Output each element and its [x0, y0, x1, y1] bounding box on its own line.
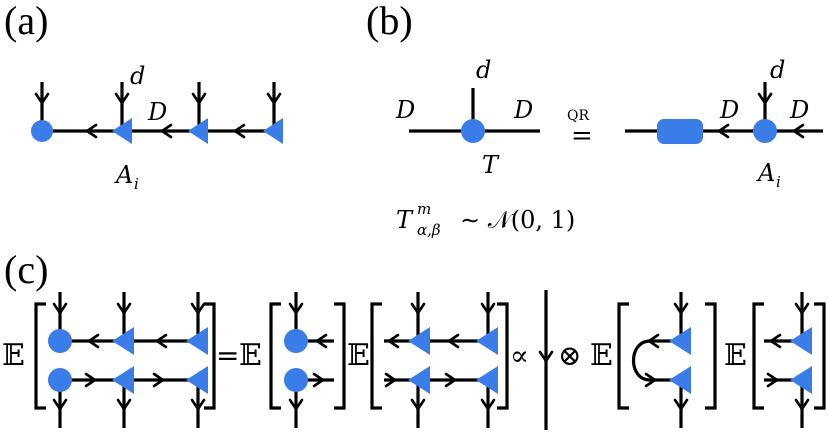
- equals-sign: =: [216, 339, 239, 372]
- label-T: T: [482, 151, 500, 179]
- left-bracket: [269, 302, 281, 410]
- dist-rest: ∼ 𝒩(0, 1): [460, 206, 575, 234]
- isometry-node: [790, 366, 812, 394]
- label-D: D: [147, 98, 167, 126]
- label-A-sub: i: [776, 173, 781, 191]
- right-bracket: [705, 302, 717, 410]
- label-A: A: [756, 159, 775, 187]
- panel-c: (c) 𝔼 = 𝔼: [2, 247, 826, 430]
- isometry-node: [669, 327, 691, 355]
- label-D-left: D: [395, 96, 415, 124]
- boundary-node: [31, 120, 53, 142]
- isometry-node: [476, 366, 498, 394]
- isometry-node: [112, 118, 132, 144]
- panel-a-tag: (a): [4, 0, 48, 43]
- isometry-node: [408, 366, 430, 394]
- ket-boundary-node: [48, 329, 72, 353]
- bra-boundary-node: [284, 368, 308, 392]
- label-A: A: [114, 161, 133, 189]
- isometry-node: [186, 327, 208, 355]
- tensor-T-node: [461, 119, 485, 143]
- isometry-node: [112, 366, 134, 394]
- qr-equals: =: [571, 121, 593, 151]
- right-bracket: [497, 302, 509, 410]
- left-bracket: [370, 302, 382, 410]
- isometry-node: [790, 327, 812, 355]
- dist-sup: m: [417, 200, 431, 218]
- dist-sub: α,β: [417, 221, 441, 239]
- left-bracket: [34, 302, 46, 410]
- expectation-symbol: 𝔼: [2, 338, 25, 373]
- bra-boundary-node: [48, 368, 72, 392]
- isometry-node: [408, 327, 430, 355]
- panel-b-tag: (b): [366, 0, 413, 43]
- site-node: [753, 119, 777, 143]
- r-matrix-node: [657, 119, 703, 144]
- label-D-r-right: D: [789, 96, 809, 124]
- right-bracket: [204, 302, 216, 410]
- label-d-top: d: [476, 56, 491, 84]
- isometry-node: [263, 118, 283, 144]
- tensor-product-sign: ⊗: [558, 339, 581, 372]
- isometry-node: [476, 327, 498, 355]
- label-d: d: [130, 62, 145, 90]
- panel-c-tag: (c): [4, 247, 48, 292]
- qr-label: QR: [567, 108, 589, 124]
- expectation-symbol: 𝔼: [724, 338, 747, 373]
- label-d-right-top: d: [770, 56, 785, 84]
- label-D-r-left: D: [719, 96, 739, 124]
- isometry-node: [186, 366, 208, 394]
- left-bracket: [617, 302, 629, 410]
- expectation-symbol: 𝔼: [347, 338, 370, 373]
- right-bracket: [334, 302, 346, 410]
- propto-sign: ∝: [510, 339, 529, 372]
- expectation-symbol: 𝔼: [239, 338, 262, 373]
- label-D-right: D: [513, 96, 533, 124]
- panel-a: (a) d D A i: [4, 0, 283, 193]
- isometry-node: [669, 366, 691, 394]
- dist-T: T: [396, 206, 414, 234]
- expectation-symbol: 𝔼: [590, 338, 613, 373]
- isometry-node: [112, 327, 134, 355]
- left-bracket: [752, 302, 764, 410]
- right-bracket: [814, 302, 826, 410]
- ket-boundary-node: [284, 329, 308, 353]
- panel-b: (b) d D D T QR = d D D A i T m α,β ∼ 𝒩(0…: [366, 0, 823, 239]
- label-A-sub: i: [134, 175, 139, 193]
- isometry-node: [188, 118, 208, 144]
